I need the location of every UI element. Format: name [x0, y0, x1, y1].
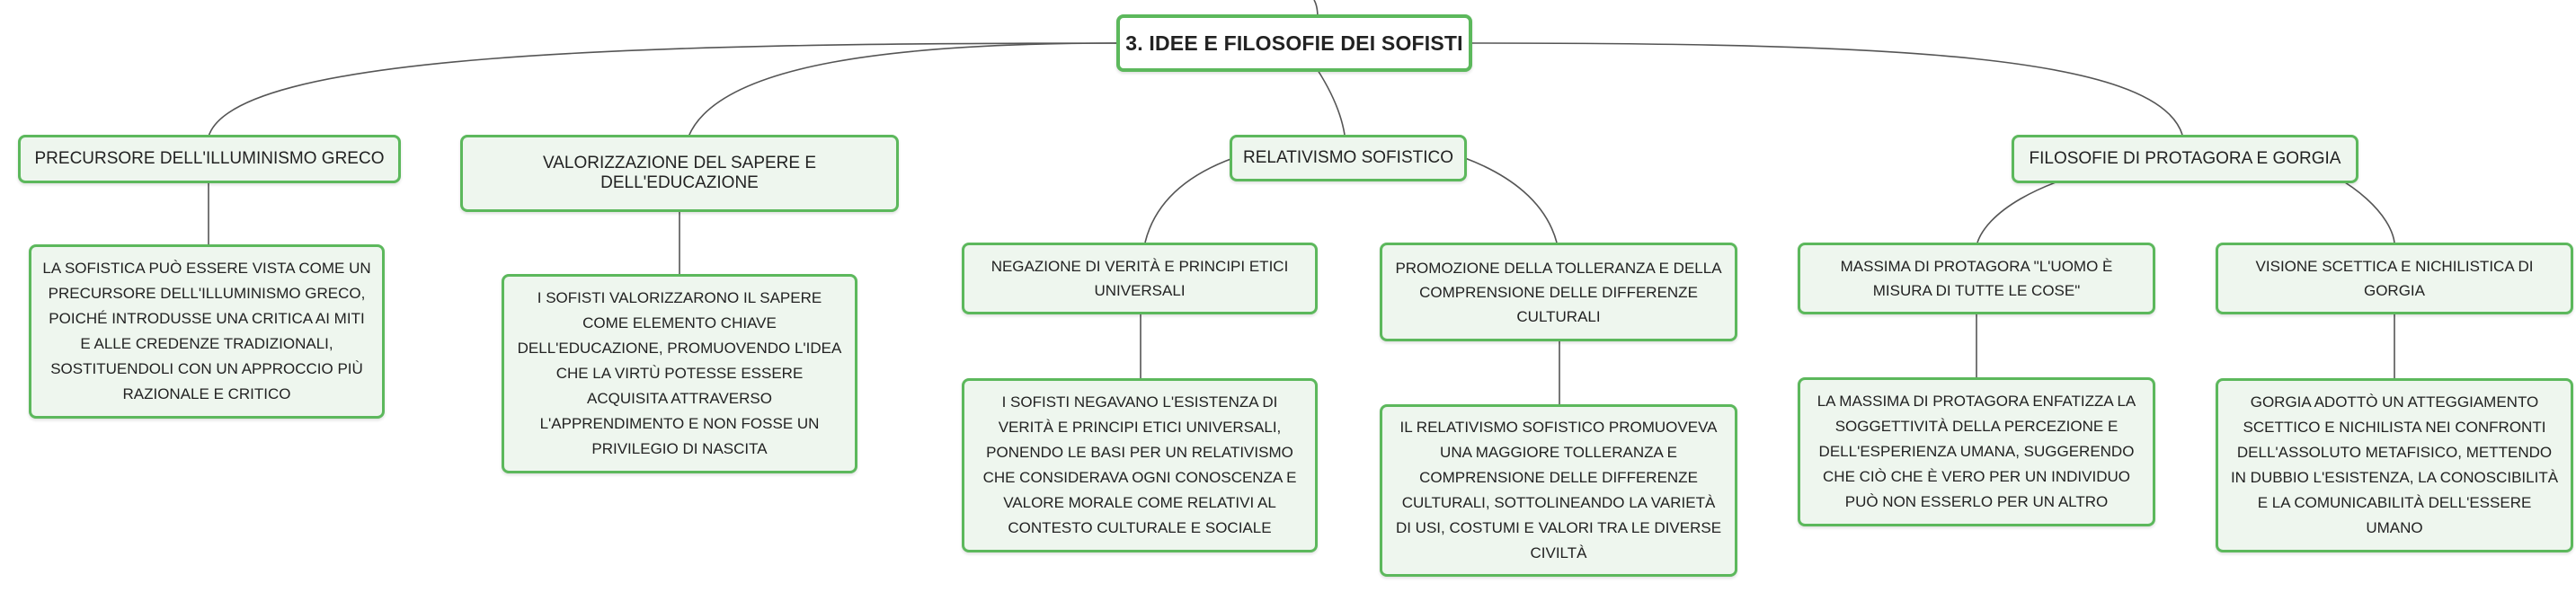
- branch-protagora-gorgia[interactable]: FILOSOFIE DI PROTAGORA E GORGIA: [2012, 135, 2358, 183]
- sub-massima-protagora-label: MASSIMA DI PROTAGORA "L'UOMO È MISURA DI…: [1840, 258, 2113, 299]
- detail-precursore[interactable]: LA SOFISTICA PUÒ ESSERE VISTA COME UN PR…: [29, 244, 385, 419]
- branch-relativismo-label: RELATIVISMO SOFISTICO: [1242, 148, 1453, 167]
- root-node[interactable]: 3. IDEE E FILOSOFIE DEI SOFISTI: [1116, 14, 1472, 72]
- sub-massima-protagora[interactable]: MASSIMA DI PROTAGORA "L'UOMO È MISURA DI…: [1798, 243, 2155, 314]
- detail-massima-protagora[interactable]: LA MASSIMA DI PROTAGORA ENFATIZZA LA SOG…: [1798, 377, 2155, 526]
- sub-negazione-label: NEGAZIONE DI VERITÀ E PRINCIPI ETICI UNI…: [990, 258, 1289, 299]
- detail-precursore-text: LA SOFISTICA PUÒ ESSERE VISTA COME UN PR…: [42, 260, 371, 402]
- sub-promozione[interactable]: PROMOZIONE DELLA TOLLERANZA E DELLA COMP…: [1380, 243, 1737, 341]
- detail-gorgia-text: GORGIA ADOTTÒ UN ATTEGGIAMENTO SCETTICO …: [2230, 393, 2559, 536]
- sub-gorgia-label: VISIONE SCETTICA E NICHILISTICA DI GORGI…: [2255, 258, 2534, 299]
- detail-promozione[interactable]: IL RELATIVISMO SOFISTICO PROMUOVEVA UNA …: [1380, 404, 1737, 577]
- branch-relativismo[interactable]: RELATIVISMO SOFISTICO: [1230, 135, 1467, 181]
- detail-promozione-text: IL RELATIVISMO SOFISTICO PROMUOVEVA UNA …: [1395, 419, 1722, 561]
- branch-precursore-label: PRECURSORE DELL'ILLUMINISMO GRECO: [34, 149, 385, 168]
- sub-gorgia[interactable]: VISIONE SCETTICA E NICHILISTICA DI GORGI…: [2216, 243, 2573, 314]
- detail-valorizzazione-text: I SOFISTI VALORIZZARONO IL SAPERE COME E…: [517, 289, 842, 457]
- detail-valorizzazione[interactable]: I SOFISTI VALORIZZARONO IL SAPERE COME E…: [502, 274, 857, 473]
- sub-negazione[interactable]: NEGAZIONE DI VERITÀ E PRINCIPI ETICI UNI…: [962, 243, 1318, 314]
- edge-root-precursore: [208, 42, 1120, 137]
- edge-relativismo-promozione: [1464, 157, 1558, 243]
- detail-gorgia[interactable]: GORGIA ADOTTÒ UN ATTEGGIAMENTO SCETTICO …: [2216, 378, 2573, 552]
- detail-negazione[interactable]: I SOFISTI NEGAVANO L'ESISTENZA DI VERITÀ…: [962, 378, 1318, 552]
- detail-negazione-text: I SOFISTI NEGAVANO L'ESISTENZA DI VERITÀ…: [982, 393, 1297, 536]
- branch-precursore[interactable]: PRECURSORE DELL'ILLUMINISMO GRECO: [18, 135, 401, 183]
- root-title: 3. IDEE E FILOSOFIE DEI SOFISTI: [1125, 31, 1463, 55]
- edge-root-protagora: [1471, 42, 2183, 136]
- branch-valorizzazione[interactable]: VALORIZZAZIONE DEL SAPERE E DELL'EDUCAZI…: [460, 135, 899, 212]
- edge-root-relativismo: [1317, 69, 1346, 136]
- branch-protagora-gorgia-label: FILOSOFIE DI PROTAGORA E GORGIA: [2029, 149, 2341, 168]
- edge-relativismo-negazione: [1144, 157, 1234, 243]
- detail-massima-protagora-text: LA MASSIMA DI PROTAGORA ENFATIZZA LA SOG…: [1817, 393, 2136, 510]
- branch-valorizzazione-label: VALORIZZAZIONE DEL SAPERE E DELL'EDUCAZI…: [542, 154, 817, 192]
- sub-promozione-label: PROMOZIONE DELLA TOLLERANZA E DELLA COMP…: [1395, 259, 1722, 325]
- edge-root-valorizzazione: [688, 42, 1120, 137]
